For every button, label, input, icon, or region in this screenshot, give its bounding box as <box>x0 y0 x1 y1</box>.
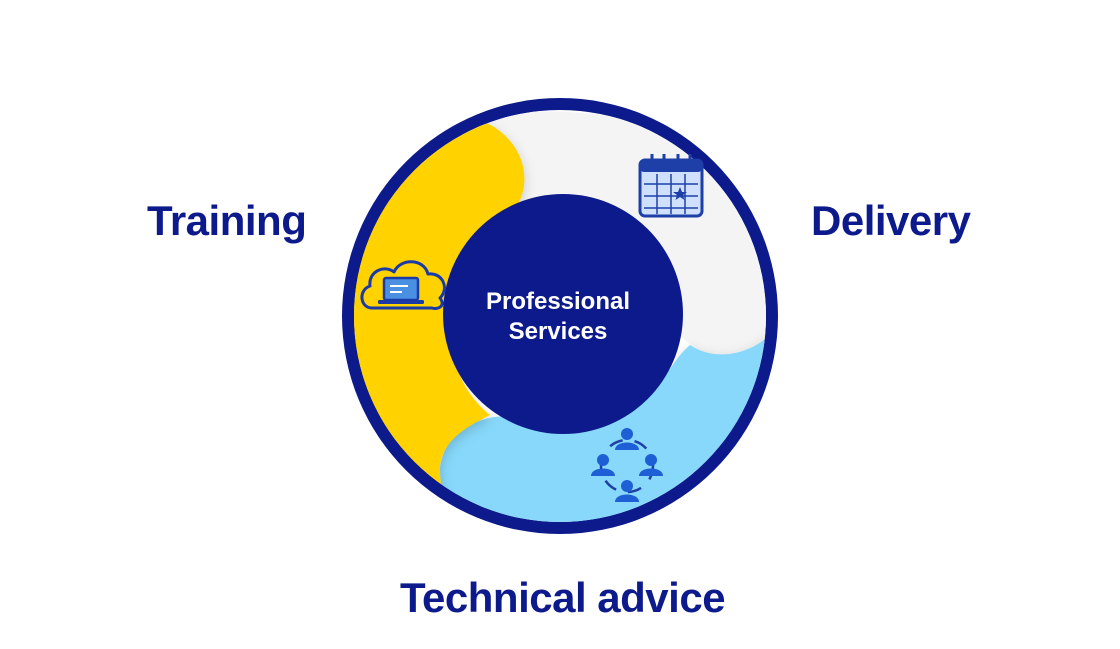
technical-advice-label: Technical advice <box>400 574 726 621</box>
training-label: Training <box>147 197 307 244</box>
calendar-icon <box>638 154 704 218</box>
cloud-laptop-icon <box>360 260 446 310</box>
team-network-icon <box>591 428 663 502</box>
delivery-label: Delivery <box>811 197 971 244</box>
training-segment <box>354 118 525 522</box>
center-circle <box>443 194 683 434</box>
center-label-line1: Professional <box>486 288 630 315</box>
center-label-line2: Services <box>509 318 608 345</box>
